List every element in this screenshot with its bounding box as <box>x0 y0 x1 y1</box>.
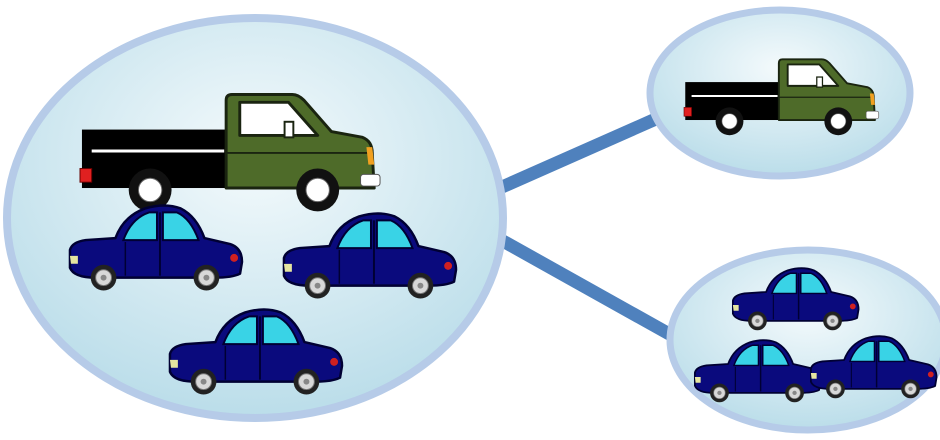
connector-to-truck-subset <box>481 112 661 201</box>
car-subset-bubble <box>666 246 940 434</box>
whole-set-bubble <box>3 14 507 422</box>
truck-subset-bubble <box>646 6 914 180</box>
connector-to-car-subset <box>490 230 684 346</box>
